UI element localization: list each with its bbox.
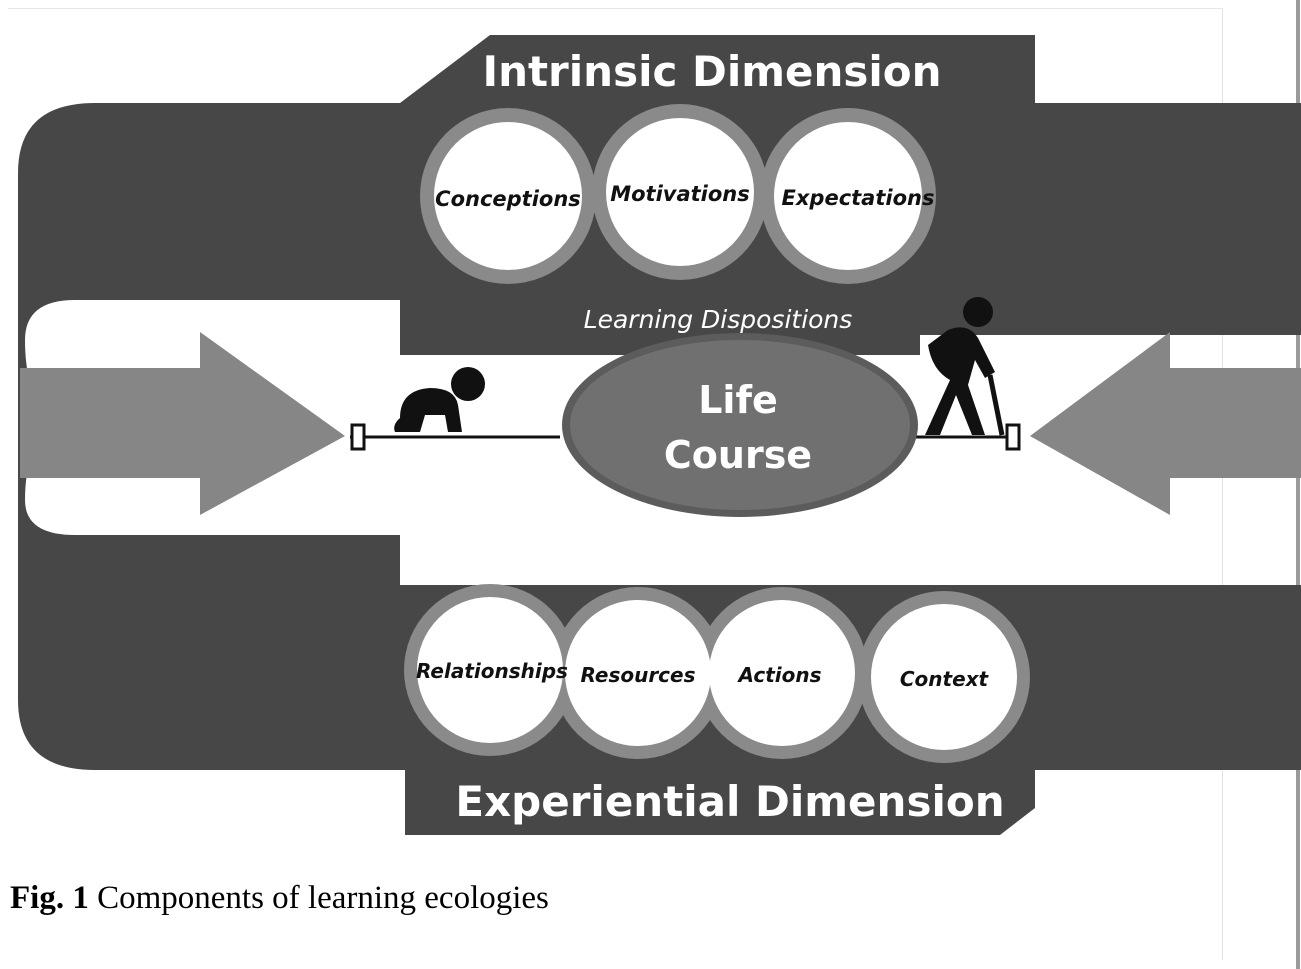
- intrinsic-circle-group: [420, 104, 936, 284]
- intrinsic-header-tab: [400, 35, 1035, 103]
- left-arrow: [20, 332, 345, 515]
- conceptions-circle: [434, 122, 582, 270]
- right-arrow: [1030, 332, 1301, 515]
- relationships-label: Relationships: [416, 659, 568, 683]
- context-circle: [871, 604, 1017, 750]
- learning-ecologies-diagram: Life Course Intrinsic Dimension Experien…: [18, 35, 1301, 835]
- intrinsic-title: Intrinsic Dimension: [482, 47, 941, 96]
- frame-right-rule: [1222, 8, 1223, 960]
- course-label: Course: [664, 433, 812, 477]
- figure-caption-text: Components of learning ecologies: [97, 880, 549, 916]
- conceptions-label: Conceptions: [435, 187, 581, 211]
- elderly-person-icon: [925, 297, 1005, 436]
- relationships-circle: [417, 597, 563, 743]
- motivations-circle: [606, 118, 754, 266]
- actions-circle: [709, 600, 855, 746]
- scrollbar-edge: [1296, 0, 1300, 969]
- expectations-circle: [774, 122, 922, 270]
- frame-top-rule: [8, 8, 1222, 9]
- experiential-title: Experiential Dimension: [455, 777, 1004, 826]
- life-label: Life: [698, 378, 778, 422]
- context-label: Context: [900, 667, 990, 691]
- resources-circle: [565, 600, 711, 746]
- experiential-footer-tab: [405, 760, 1035, 835]
- dispositions-label: Learning Dispositions: [584, 305, 853, 334]
- timeline-right-cap: [1005, 423, 1021, 451]
- baby-icon: [394, 367, 485, 432]
- expectations-label: Expectations: [782, 186, 935, 210]
- actions-label: Actions: [736, 663, 821, 687]
- resources-label: Resources: [580, 663, 695, 687]
- processes-label: Learning Processes: [601, 546, 843, 575]
- figure-number: Fig. 1: [10, 880, 89, 916]
- figure-caption: Fig. 1 Components of learning ecologies: [10, 880, 549, 917]
- timeline-left-cap: [350, 423, 366, 451]
- experiential-circle-group: [404, 584, 1030, 763]
- motivations-label: Motivations: [610, 182, 750, 206]
